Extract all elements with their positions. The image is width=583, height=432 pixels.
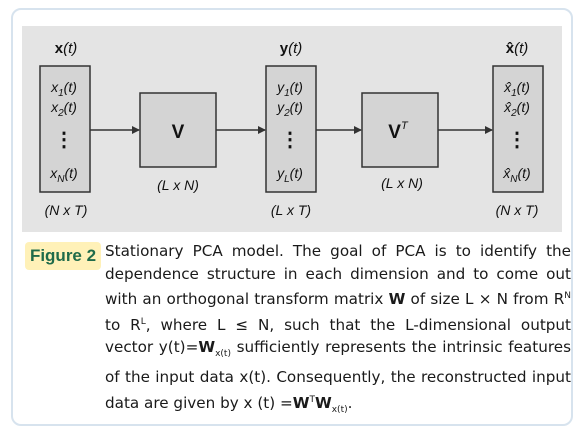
latent-vector-box (265, 65, 317, 193)
transform-vt-dimension: (L x N) (381, 175, 423, 191)
latent-vector-label: y(t) (280, 40, 303, 57)
transform-v-label: V (172, 122, 185, 143)
figure-label: Figure 2 (25, 242, 101, 270)
figure-caption: Figure 2 Stationary PCA model. The goal … (17, 240, 573, 420)
input-item-1: x1(t) (50, 79, 77, 99)
latent-item-l: yL(t) (276, 165, 303, 185)
latent-item-2: y2(t) (276, 99, 303, 119)
reconstructed-vector-box (492, 65, 544, 193)
latent-dimension: (L x T) (271, 202, 311, 218)
input-vector-label: x(t) (55, 40, 78, 57)
reconstructed-item-1: x̂1(t) (503, 79, 530, 99)
reconstructed-vector-label: x̂(t) (506, 40, 529, 57)
reconstructed-item-n: x̂N(t) (502, 165, 530, 185)
reconstructed-dots: ⋮ (507, 129, 527, 151)
transform-vt-label: VT (388, 120, 409, 143)
reconstructed-item-2: x̂2(t) (503, 99, 530, 119)
pca-diagram: x(t) y(t) x̂(t) x1(t) x2(t) ⋮ xN(t) (N x… (22, 26, 562, 232)
transform-v-dimension: (L x N) (157, 177, 199, 193)
latent-dots: ⋮ (280, 129, 300, 151)
caption-text: Stationary PCA model. The goal of PCA is… (105, 242, 571, 415)
input-item-2: x2(t) (50, 99, 77, 119)
input-item-n: xN(t) (49, 165, 77, 185)
input-dimension: (N x T) (45, 202, 88, 218)
input-vector-box (39, 65, 91, 193)
input-dots: ⋮ (54, 129, 74, 151)
reconstructed-dimension: (N x T) (496, 202, 539, 218)
latent-item-1: y1(t) (276, 79, 303, 99)
